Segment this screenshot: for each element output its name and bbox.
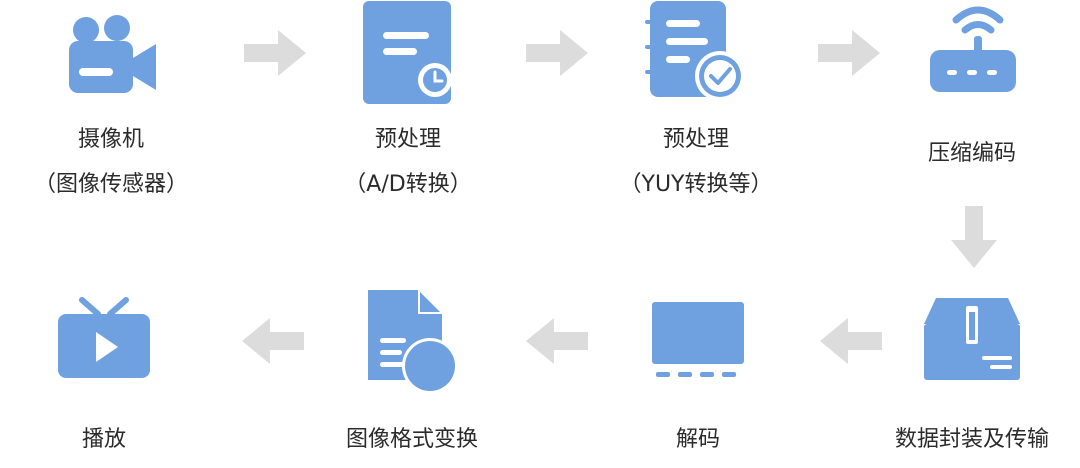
step-label: 压缩编码 — [927, 141, 1016, 166]
step-label: 图像格式变换 — [345, 427, 478, 452]
step-label: 播放 — [81, 427, 126, 452]
arrow-down-icon — [951, 206, 997, 268]
arrow-right-icon — [526, 30, 588, 76]
tv-play-icon — [58, 297, 150, 378]
step-sublabel: （YUY转换等） — [619, 172, 773, 197]
package-box-icon — [924, 298, 1020, 380]
step-sublabel: （图像传感器） — [33, 172, 188, 197]
step-label: 摄像机 — [77, 127, 144, 152]
document-check-icon — [645, 1, 745, 101]
arrow-left-icon — [242, 318, 304, 364]
arrow-right-icon — [818, 30, 880, 76]
step-label: 数据封装及传输 — [894, 427, 1049, 452]
document-clock-icon — [363, 1, 452, 104]
wifi-router-icon — [930, 6, 1016, 92]
monitor-screen-icon — [652, 302, 744, 377]
step-label: 解码 — [675, 427, 720, 452]
arrow-left-icon — [526, 318, 588, 364]
video-camera-icon — [69, 15, 156, 93]
step-label: 预处理 — [662, 127, 729, 152]
step-label: 预处理 — [374, 127, 441, 152]
step-sublabel: （A/D转换） — [344, 172, 472, 197]
arrow-right-icon — [244, 30, 306, 76]
file-convert-icon — [368, 290, 458, 394]
arrow-left-icon — [820, 318, 882, 364]
